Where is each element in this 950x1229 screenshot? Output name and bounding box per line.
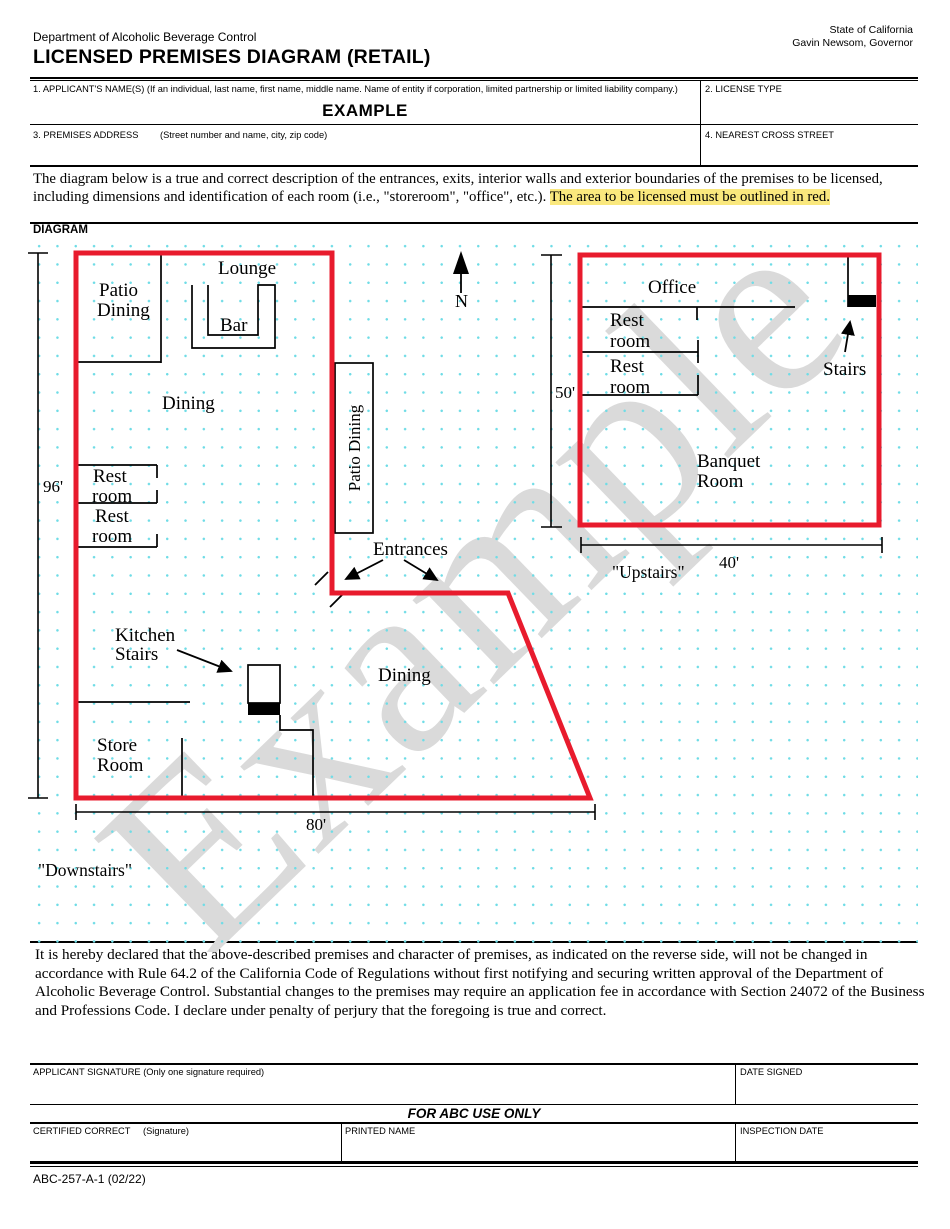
room-label-banquet-1: Banquet <box>697 451 761 472</box>
divider-inspection-date <box>735 1124 736 1161</box>
dimension-40ft-line <box>580 537 883 553</box>
divider-license-type <box>700 81 701 165</box>
rule-header-top-b <box>30 80 918 81</box>
instructions-highlighted-text: The area to be licensed must be outlined… <box>549 189 830 206</box>
rule-abc-banner-bottom <box>30 1122 918 1124</box>
premises-diagram-svg: N 96' <box>28 250 883 880</box>
dimension-96ft-line <box>28 252 48 799</box>
applicant-name-label: 1. APPLICANT'S NAME(S) (If an individual… <box>33 84 678 94</box>
room-label-restroom2-1: Rest <box>95 506 130 527</box>
room-label-dining-main: Dining <box>162 393 215 414</box>
room-label-up-restroom2-2: room <box>610 377 650 398</box>
room-label-stairs: Stairs <box>823 359 866 380</box>
printed-name-field[interactable] <box>342 1137 734 1161</box>
room-label-office: Office <box>648 277 696 298</box>
bar-counter-outline <box>191 284 276 349</box>
date-signed-label: DATE SIGNED <box>740 1067 803 1077</box>
room-label-up-restroom1-1: Rest <box>610 310 645 331</box>
room-label-restroom1-2: room <box>92 486 132 507</box>
dimension-96ft-label: 96' <box>43 477 63 496</box>
dimension-40ft-label: 40' <box>719 553 739 572</box>
cross-street-field[interactable] <box>701 141 918 165</box>
room-label-restroom2-2: room <box>92 526 132 547</box>
entrance-arrows <box>314 559 439 608</box>
rule-abc-banner-top <box>30 1104 918 1105</box>
instructions-paragraph: The diagram below is a true and correct … <box>33 170 905 207</box>
state-label: State of California <box>829 24 913 36</box>
state-block: State of California Gavin Newsom, Govern… <box>792 24 913 50</box>
printed-name-label: PRINTED NAME <box>345 1126 416 1136</box>
governor-label: Gavin Newsom, Governor <box>792 37 913 49</box>
abc-use-only-banner: FOR ABC USE ONLY <box>407 1106 541 1121</box>
agency-name: Department of Alcoholic Beverage Control <box>33 30 257 44</box>
rule-bottom-thick <box>30 1161 918 1164</box>
licensed-area-outline-downstairs <box>73 250 594 801</box>
applicant-name-field[interactable] <box>30 95 698 124</box>
premises-address-hint: (Street number and name, city, zip code) <box>160 130 328 140</box>
form-number: ABC-257-A-1 (02/22) <box>33 1172 146 1186</box>
room-label-store-2: Room <box>97 755 144 776</box>
door-swing-mark <box>329 593 344 608</box>
room-label-up-restroom2-1: Rest <box>610 356 645 377</box>
entrances-label: Entrances <box>373 539 448 560</box>
license-type-label: 2. LICENSE TYPE <box>705 84 782 94</box>
kitchen-stairs-label-1: Kitchen <box>115 625 176 646</box>
instructions-text: The diagram below is a true and correct … <box>33 171 883 206</box>
north-label: N <box>455 291 468 311</box>
certified-correct-label: CERTIFIED CORRECT <box>33 1126 131 1136</box>
room-label-patio-dining-side: Patio Dining <box>345 404 364 491</box>
certified-correct-field[interactable] <box>30 1137 340 1161</box>
dimension-50ft-line <box>541 254 562 528</box>
kitchen-stairs-symbol <box>247 664 314 797</box>
applicant-name-value: EXAMPLE <box>322 101 408 120</box>
divider-date-signed <box>735 1065 736 1104</box>
downstairs-floor-label: "Downstairs" <box>38 860 132 880</box>
room-label-patio-dining-1: Patio <box>99 280 138 301</box>
upstairs-stairs-symbol <box>848 295 876 307</box>
certified-correct-hint: (Signature) <box>143 1126 189 1136</box>
inspection-date-field[interactable] <box>736 1137 918 1161</box>
kitchen-stairs-label-2: Stairs <box>115 644 158 665</box>
room-label-bar: Bar <box>220 315 248 336</box>
divider-printed-name <box>341 1124 342 1161</box>
diagram-area: Example N 96' <box>0 230 950 952</box>
page-title: LICENSED PREMISES DIAGRAM (RETAIL) <box>33 46 431 68</box>
rule-header-top-a <box>30 77 918 79</box>
cross-street-label: 4. NEAREST CROSS STREET <box>705 130 834 140</box>
date-signed-field[interactable] <box>736 1078 918 1104</box>
licensed-area-outline-upstairs <box>577 252 882 528</box>
premises-address-label: 3. PREMISES ADDRESS <box>33 130 139 140</box>
dimension-80ft-label: 80' <box>306 815 326 834</box>
upstairs-stairs-arrow <box>840 320 855 353</box>
upstairs-floor-label: "Upstairs" <box>612 562 685 582</box>
kitchen-stairs-arrow <box>176 649 233 673</box>
room-label-lounge: Lounge <box>218 258 276 279</box>
rule-above-diagram <box>30 222 918 224</box>
patio-dining-strip-outline <box>334 362 374 534</box>
applicant-signature-label: APPLICANT SIGNATURE (Only one signature … <box>33 1067 265 1077</box>
inspection-date-label: INSPECTION DATE <box>740 1126 824 1136</box>
rule-table-bottom <box>30 165 918 167</box>
room-label-up-restroom1-2: room <box>610 331 650 352</box>
license-type-field[interactable] <box>701 95 918 124</box>
room-label-patio-dining-2: Dining <box>97 300 150 321</box>
premises-address-field[interactable] <box>30 141 698 165</box>
dimension-80ft-line <box>75 804 596 820</box>
room-label-dining-lower: Dining <box>378 665 431 686</box>
north-arrow <box>453 251 469 293</box>
declaration-text: It is hereby declared that the above-des… <box>35 946 925 1019</box>
room-label-banquet-2: Room <box>697 471 744 492</box>
door-swing-mark <box>314 571 329 586</box>
downstairs-interior-walls <box>76 253 374 797</box>
room-label-store-1: Store <box>97 735 137 756</box>
rule-row-divider <box>30 124 918 125</box>
dimension-50ft-label: 50' <box>555 383 575 402</box>
upstairs-interior-walls <box>582 255 849 396</box>
rule-signature-top <box>30 1063 918 1065</box>
applicant-signature-field[interactable] <box>30 1078 734 1104</box>
diagram-section-label: DIAGRAM <box>33 224 96 236</box>
rule-bottom-thin <box>30 1165 918 1167</box>
room-label-restroom1-1: Rest <box>93 466 128 487</box>
